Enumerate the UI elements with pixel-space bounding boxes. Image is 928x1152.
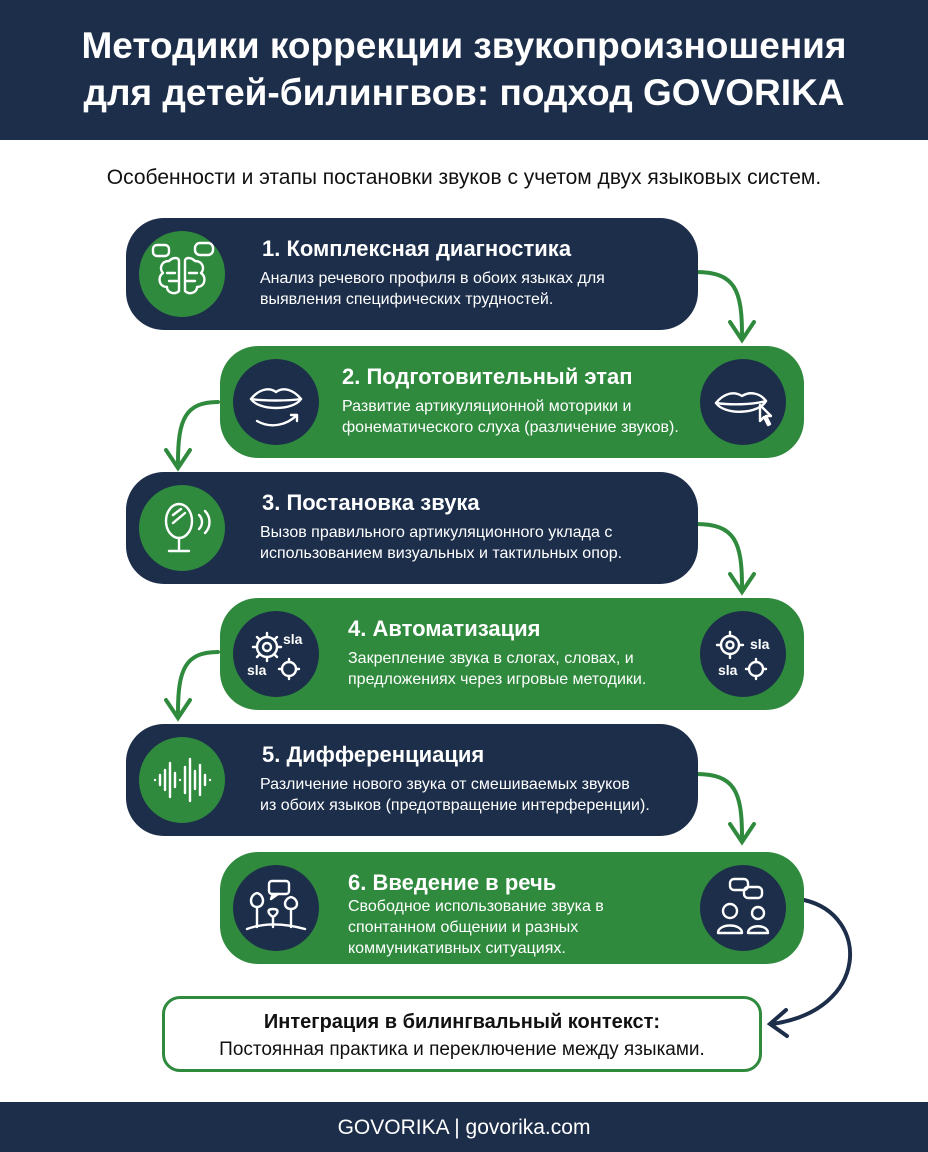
step-2-description: Развитие артикуляционной моторики и фоне… [342,396,679,438]
step-2-title: 2. Подготовительный этап [342,364,633,389]
arrow-4-5 [176,650,220,714]
syllable-label-top: sla [283,631,303,647]
step-3-desc-line-1: Вызов правильного артикуляционного уклад… [260,524,613,541]
arrow-5-6 [694,772,744,839]
header-banner: Методики коррекции звукопроизношения для… [0,0,928,140]
step-6-desc-line-2: спонтанном общении и разных [348,919,579,936]
lips-icon [233,359,319,445]
arrow-3-4 [694,522,744,589]
gears-syllables-icon-right: sla sla [700,611,786,697]
step-5-desc-line-1: Различение нового звука от смешиваемых з… [260,776,630,793]
sound-wave-icon [139,737,225,823]
step-1-title: 1. Комплексная диагностика [262,236,572,261]
arrow-4-5-head [164,698,192,722]
title-line-2: для детей-билингвов: подход GOVORIKA [83,72,845,113]
people-chat-icon [700,865,786,951]
lips-pointer-icon [700,359,786,445]
step-5-description: Различение нового звука от смешиваемых з… [260,774,650,816]
arrow-1-2 [694,270,744,337]
step-4-desc-line-2: предложениях через игровые методики. [348,671,647,688]
step-6-description: Свободное использование звука в спонтанн… [348,896,604,959]
nature-chat-icon [233,865,319,951]
step-3-desc-line-2: использованием визуальных и тактильных о… [260,545,623,562]
arrow-6-final [770,898,852,1026]
brain-speech-icon [139,231,225,317]
step-5-title: 5. Дифференциация [262,742,485,767]
arrow-2-3 [176,400,220,464]
step-4-desc-line-1: Закрепление звука в слогах, словах, и [348,650,634,667]
step-2-card: 2. Подготовительный этап Развитие артику… [220,346,804,458]
step-2-desc-line-1: Развитие артикуляционной моторики и [342,398,632,415]
arrow-6-final-head [766,1008,789,1038]
step-3-card: 3. Постановка звука Вызов правильного ар… [126,472,698,584]
syllable-label-bottom: sla [247,662,267,678]
footer-bar: GOVORIKA | govorika.com [0,1102,928,1152]
step-4-card: sla sla sla sla 4. Автоматизация Закрепл… [220,598,804,710]
subtitle: Особенности и этапы постановки звуков с … [106,166,822,189]
step-6-desc-line-1: Свободное использование звука в [348,898,604,915]
page-title: Методики коррекции звукопроизношения для… [0,22,928,116]
syllable-label-right-bottom: sla [718,662,738,678]
step-3-description: Вызов правильного артикуляционного уклад… [260,522,622,564]
arrow-5-6-head [728,822,756,846]
step-6-desc-line-3: коммуникативных ситуациях. [348,940,566,957]
step-6-card: 6. Введение в речь Свободное использован… [220,852,804,964]
step-1-card: 1. Комплексная диагностика Анализ речево… [126,218,698,330]
integration-description: Постоянная практика и переключение между… [219,1039,705,1060]
step-6-title: 6. Введение в речь [348,870,557,895]
integration-box: Интеграция в билингвальный контекст: Пос… [162,996,762,1072]
integration-title: Интеграция в билингвальный контекст: [263,1011,661,1033]
step-5-card: 5. Дифференциация Различение нового звук… [126,724,698,836]
arrow-1-2-head [728,320,756,344]
step-1-description: Анализ речевого профиля в обоих языках д… [260,268,605,310]
gears-syllables-icon: sla sla [233,611,319,697]
arrow-2-3-head [164,448,192,472]
step-5-desc-line-2: из обоих языков (предотвращение интерфер… [260,797,650,814]
step-4-title: 4. Автоматизация [348,616,541,641]
step-2-desc-line-2: фонематического слуха (различение звуков… [342,419,679,436]
arrow-3-4-head [728,572,756,596]
syllable-label-right-top: sla [750,636,770,652]
step-4-description: Закрепление звука в слогах, словах, и пр… [348,648,646,690]
step-1-desc-line-2: выявления специфических трудностей. [260,291,554,308]
title-line-1: Методики коррекции звукопроизношения [81,25,847,66]
footer-text: GOVORIKA | govorika.com [337,1116,591,1139]
mirror-icon [139,485,225,571]
step-1-desc-line-1: Анализ речевого профиля в обоих языках д… [260,270,605,287]
step-3-title: 3. Постановка звука [262,490,480,515]
